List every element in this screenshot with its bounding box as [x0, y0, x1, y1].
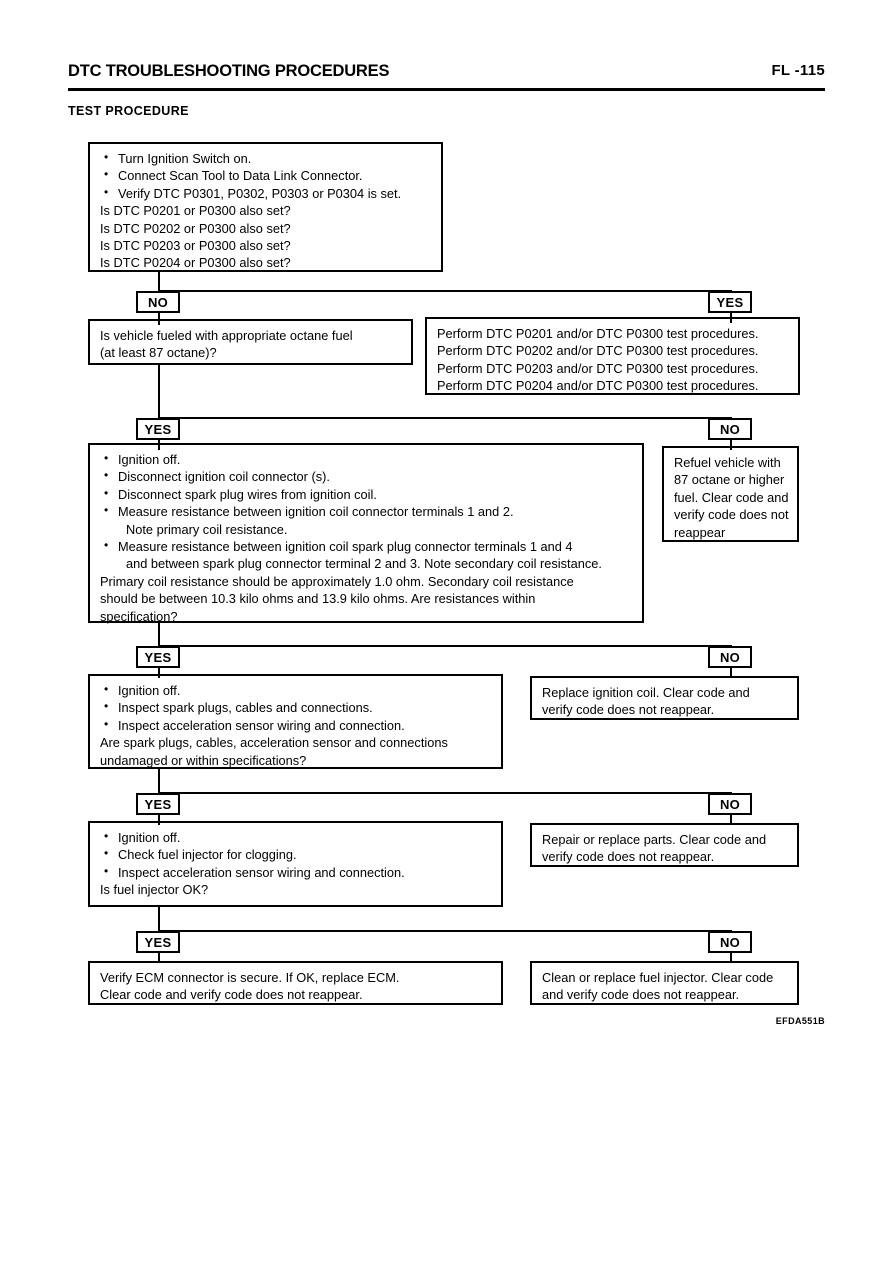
result-line: Perform DTC P0201 and/or DTC P0300 test …: [437, 326, 759, 341]
result-line: Repair or replace parts. Clear code and: [542, 832, 767, 847]
connector-step2-split: [158, 417, 732, 419]
connector-step3-down: [158, 623, 160, 647]
flow-box-step4-no-result: Repair or replace parts. Clear code and …: [530, 823, 799, 867]
connector-step1-down: [158, 272, 160, 292]
connector-step5-yes-to-result: [158, 953, 160, 963]
list-item: Disconnect spark plug wires from ignitio…: [100, 485, 634, 503]
flow-box-step4: Ignition off. Inspect spark plugs, cable…: [88, 674, 503, 769]
header-divider: [68, 88, 825, 91]
result-line: Replace ignition coil. Clear code and: [542, 685, 750, 700]
connector-step2-down: [158, 365, 160, 419]
list-item: Ignition off.: [100, 828, 493, 846]
connector-step1-yes-to-result: [730, 313, 732, 323]
section-heading: TEST PROCEDURE: [68, 104, 189, 118]
connector-step4-no-to-result: [730, 815, 732, 825]
result-line: and verify code does not reappear.: [542, 987, 740, 1003]
step4-question: Are spark plugs, cables, acceleration se…: [100, 735, 448, 751]
connector-step3-split: [158, 645, 732, 647]
result-line: verify code does not reappear.: [542, 849, 715, 865]
list-item: Inspect acceleration sensor wiring and c…: [100, 716, 493, 734]
connector-step3-no-to-result: [730, 668, 732, 678]
branch-label-no: NO: [708, 793, 752, 815]
result-line: Perform DTC P0202 and/or DTC P0300 test …: [437, 343, 759, 359]
list-item: Connect Scan Tool to Data Link Connector…: [100, 166, 433, 184]
list-item: Check fuel injector for clogging.: [100, 845, 493, 863]
result-line: Clean or replace fuel injector. Clear co…: [542, 970, 774, 985]
branch-label-no: NO: [136, 291, 180, 313]
result-line: Perform DTC P0204 and/or DTC P0300 test …: [437, 378, 759, 394]
list-item-continuation: and between spark plug connector termina…: [126, 556, 602, 572]
connector-step5-split: [158, 930, 732, 932]
connector-step4-yes-to-step5: [158, 815, 160, 825]
list-item: Turn Ignition Switch on.: [100, 149, 433, 167]
step5-bullet-list: Ignition off. Check fuel injector for cl…: [100, 828, 493, 881]
list-item: Disconnect ignition coil connector (s).: [100, 467, 634, 485]
connector-step4-split: [158, 792, 732, 794]
connector-step5-down: [158, 907, 160, 931]
flow-box-step2: Is vehicle fueled with appropriate octan…: [88, 319, 413, 365]
step1-question: Is DTC P0203 or P0300 also set?: [100, 238, 291, 254]
step2-question: Is vehicle fueled with appropriate octan…: [100, 328, 353, 343]
step1-bullet-list: Turn Ignition Switch on. Connect Scan To…: [100, 149, 433, 202]
step1-question: Is DTC P0204 or P0300 also set?: [100, 255, 291, 271]
branch-label-yes: YES: [136, 646, 180, 668]
list-item: Measure resistance between ignition coil…: [100, 502, 634, 520]
result-line: Clear code and verify code does not reap…: [100, 987, 363, 1003]
flow-box-step1-yes-result: Perform DTC P0201 and/or DTC P0300 test …: [425, 317, 800, 395]
branch-label-yes: YES: [136, 418, 180, 440]
result-line: Perform DTC P0203 and/or DTC P0300 test …: [437, 360, 759, 376]
list-item: Measure resistance between ignition coil…: [100, 537, 634, 555]
step3-question: should be between 10.3 kilo ohms and 13.…: [100, 591, 536, 607]
list-item: Ignition off.: [100, 450, 634, 468]
flow-box-step5-no-result: Clean or replace fuel injector. Clear co…: [530, 961, 799, 1005]
result-line: 87 octane or higher: [674, 472, 785, 488]
step2-question: (at least 87 octane)?: [100, 345, 217, 361]
figure-code: EFDA551B: [775, 1016, 825, 1026]
list-item: Inspect acceleration sensor wiring and c…: [100, 863, 493, 881]
result-line: verify code does not: [674, 507, 789, 523]
flow-box-step5: Ignition off. Check fuel injector for cl…: [88, 821, 503, 907]
flow-box-step3-no-result: Replace ignition coil. Clear code and ve…: [530, 676, 799, 720]
connector-step1-split: [158, 290, 732, 292]
connector-step2-no-to-result: [730, 440, 732, 450]
page-header: DTC TROUBLESHOOTING PROCEDURES FL -115: [68, 62, 825, 88]
connector-step1-no-to-step2: [158, 313, 160, 325]
flow-box-step2-no-result: Refuel vehicle with 87 octane or higher …: [662, 446, 799, 542]
list-item: Ignition off.: [100, 681, 493, 699]
result-line: Refuel vehicle with: [674, 455, 781, 470]
result-line: reappear: [674, 524, 726, 540]
flow-box-step5-yes-result: Verify ECM connector is secure. If OK, r…: [88, 961, 503, 1005]
connector-step3-yes-to-step4: [158, 668, 160, 678]
result-line: fuel. Clear code and: [674, 489, 789, 505]
flow-box-step1: Turn Ignition Switch on. Connect Scan To…: [88, 142, 443, 272]
result-line: Verify ECM connector is secure. If OK, r…: [100, 970, 400, 985]
step4-bullet-list: Ignition off. Inspect spark plugs, cable…: [100, 681, 493, 734]
connector-step2-yes-to-step3: [158, 440, 160, 450]
flow-box-step3: Ignition off. Disconnect ignition coil c…: [88, 443, 644, 624]
branch-label-no: NO: [708, 646, 752, 668]
list-item-continuation: Note primary coil resistance.: [126, 521, 288, 537]
result-line: verify code does not reappear.: [542, 702, 715, 718]
connector-step5-no-to-result: [730, 953, 732, 963]
step3-bullet-list: Ignition off. Disconnect ignition coil c…: [100, 450, 634, 573]
list-item: Verify DTC P0301, P0302, P0303 or P0304 …: [100, 184, 433, 202]
step3-question: Primary coil resistance should be approx…: [100, 573, 574, 589]
page-number: FL -115: [771, 62, 825, 79]
step1-question: Is DTC P0202 or P0300 also set?: [100, 220, 291, 236]
step1-question: Is DTC P0201 or P0300 also set?: [100, 203, 291, 219]
step3-question: specification?: [100, 608, 178, 624]
branch-label-yes: YES: [708, 291, 752, 313]
branch-label-yes: YES: [136, 793, 180, 815]
step5-question: Is fuel injector OK?: [100, 882, 209, 898]
branch-label-yes: YES: [136, 931, 180, 953]
branch-label-no: NO: [708, 418, 752, 440]
page-title: DTC TROUBLESHOOTING PROCEDURES: [68, 62, 390, 80]
list-item: Inspect spark plugs, cables and connecti…: [100, 698, 493, 716]
branch-label-no: NO: [708, 931, 752, 953]
step4-question: undamaged or within specifications?: [100, 752, 307, 768]
connector-step4-down: [158, 769, 160, 793]
